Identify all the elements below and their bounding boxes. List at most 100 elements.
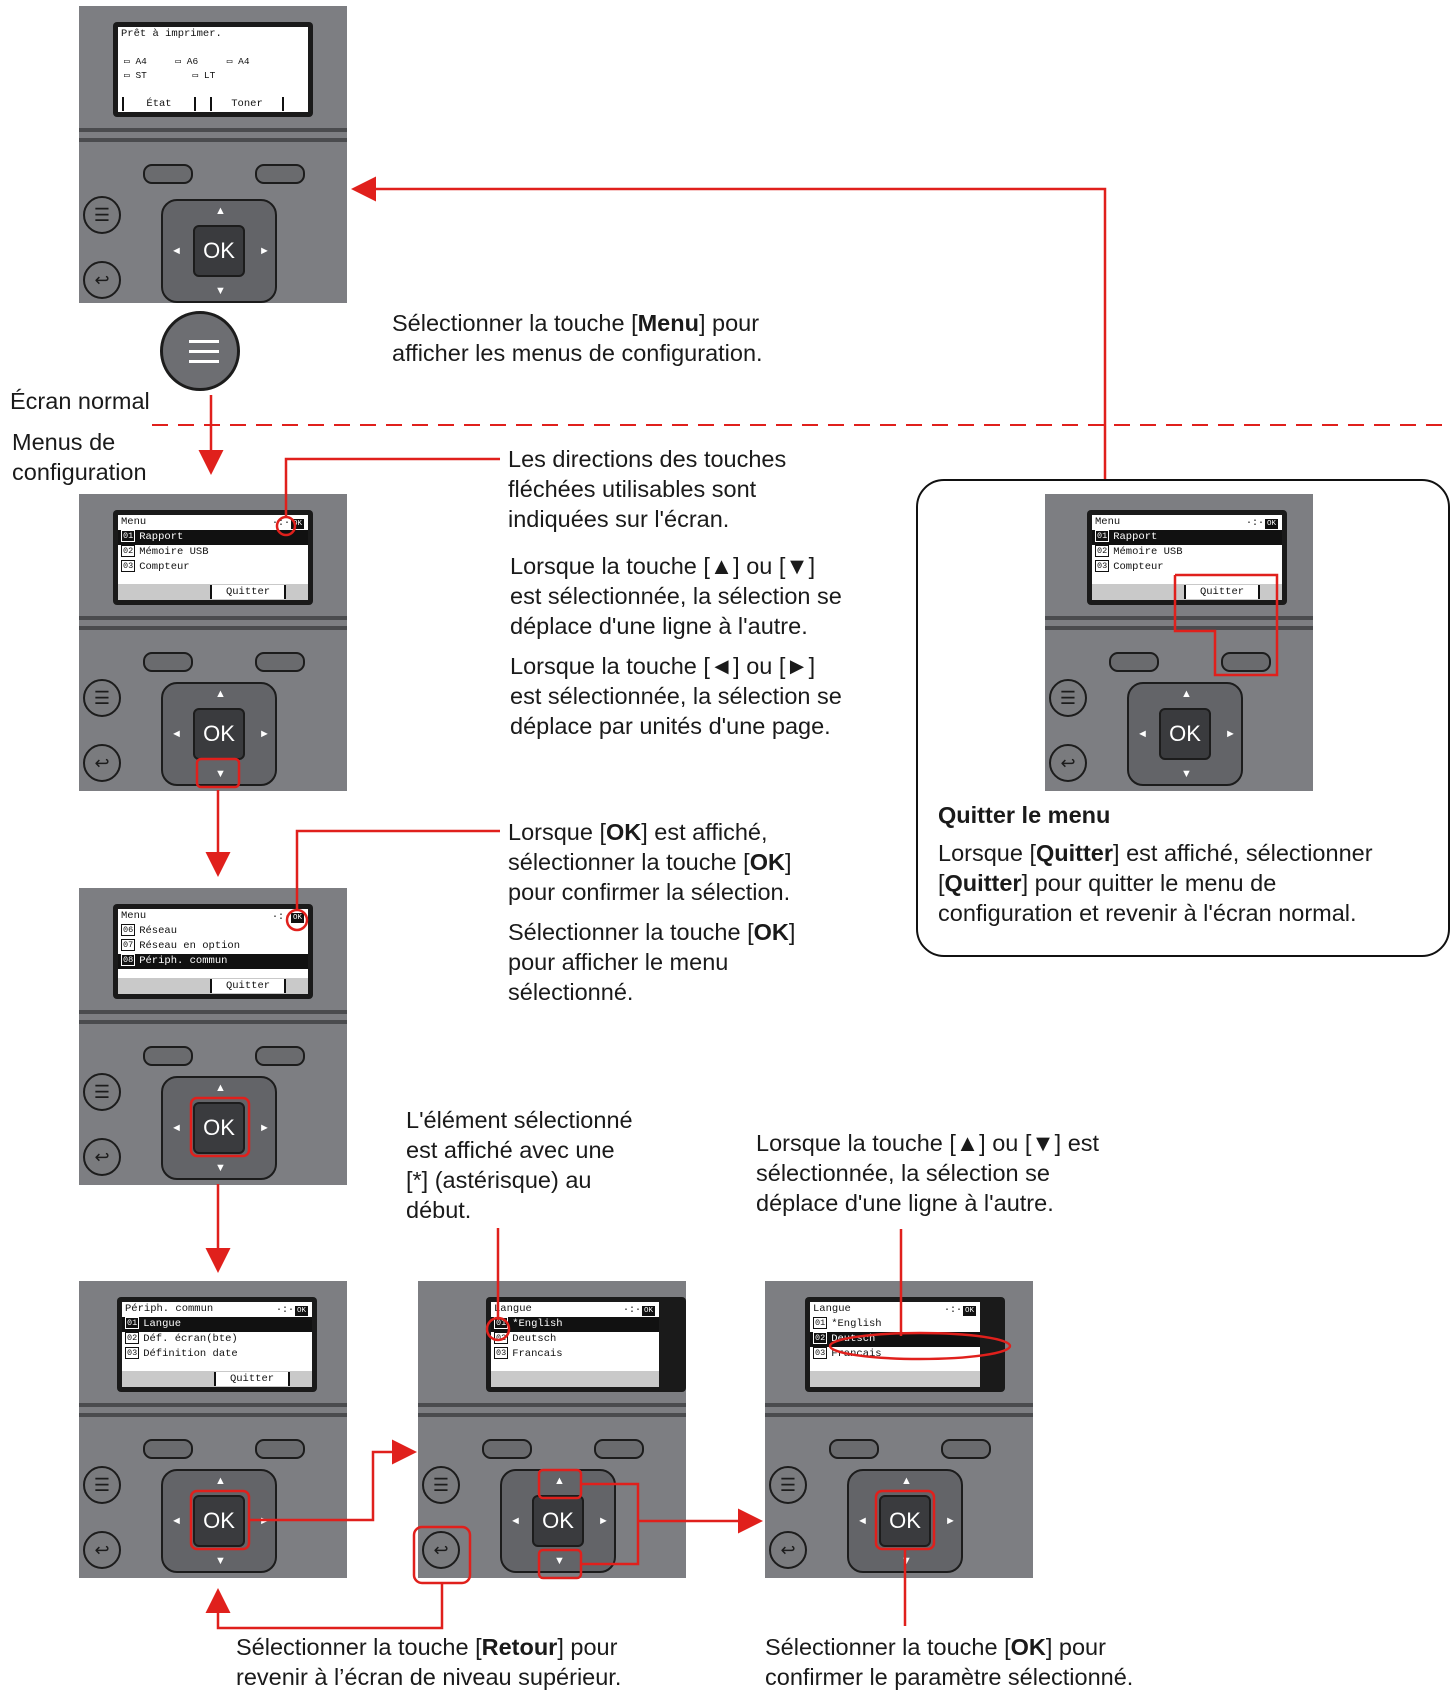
soft-key-quitter[interactable]: Quitter: [214, 1372, 290, 1386]
menu-button[interactable]: ☰: [83, 1466, 121, 1504]
arrow-down-icon[interactable]: ▼: [215, 768, 226, 780]
left-soft-button[interactable]: [143, 1046, 193, 1066]
back-button[interactable]: ↩: [83, 1138, 121, 1176]
arrow-right-icon[interactable]: ►: [259, 1515, 270, 1527]
ok-button[interactable]: OK: [1159, 708, 1211, 760]
arrow-down-icon[interactable]: ▼: [215, 1555, 226, 1567]
right-soft-button[interactable]: [255, 652, 305, 672]
soft-key-etat[interactable]: État: [122, 97, 196, 111]
arrow-right-icon[interactable]: ►: [945, 1515, 956, 1527]
arrow-right-icon[interactable]: ►: [1225, 728, 1236, 740]
arrow-down-icon[interactable]: ▼: [1181, 768, 1192, 780]
arrow-right-icon[interactable]: ►: [259, 1122, 270, 1134]
arrow-down-icon[interactable]: ▼: [215, 1162, 226, 1174]
right-soft-button[interactable]: [255, 164, 305, 184]
arrow-left-icon[interactable]: ◄: [171, 1122, 182, 1134]
tray-icon: ▭: [124, 70, 130, 81]
arrow-right-icon[interactable]: ►: [259, 728, 270, 740]
right-soft-button[interactable]: [594, 1439, 644, 1459]
back-button[interactable]: ↩: [769, 1531, 807, 1569]
soft-key-quitter[interactable]: Quitter: [210, 585, 286, 599]
caption-text: ] pour: [698, 310, 760, 336]
dpad: ▲ ▼ ◄ ► OK: [161, 1469, 277, 1573]
ok-button[interactable]: OK: [193, 708, 245, 760]
caption-text: Les directions des touches: [508, 446, 787, 472]
back-button[interactable]: ↩: [83, 1531, 121, 1569]
arrow-left-icon[interactable]: ◄: [171, 1515, 182, 1527]
arrow-up-icon[interactable]: ▲: [901, 1475, 912, 1487]
left-soft-button[interactable]: [1109, 652, 1159, 672]
left-soft-button[interactable]: [143, 164, 193, 184]
right-soft-button[interactable]: [255, 1046, 305, 1066]
row-number: 01: [813, 1317, 828, 1329]
arrow-right-icon[interactable]: ►: [259, 245, 270, 257]
ok-button[interactable]: OK: [193, 1102, 245, 1154]
arrow-down-icon[interactable]: ▼: [901, 1555, 912, 1567]
arrow-left-icon[interactable]: ◄: [510, 1515, 521, 1527]
left-soft-button[interactable]: [143, 652, 193, 672]
menu-button[interactable]: ☰: [1049, 679, 1087, 717]
left-soft-button[interactable]: [143, 1439, 193, 1459]
arrow-up-icon[interactable]: ▲: [1181, 688, 1192, 700]
arrow-right-icon[interactable]: ►: [598, 1515, 609, 1527]
soft-key-quitter[interactable]: Quitter: [1184, 585, 1260, 599]
soft-key-toner[interactable]: Toner: [210, 97, 284, 111]
ok-button[interactable]: OK: [532, 1495, 584, 1547]
arrow-left-icon[interactable]: ◄: [171, 728, 182, 740]
menu-icon: [189, 350, 219, 353]
arrow-left-icon[interactable]: ◄: [857, 1515, 868, 1527]
menu-button[interactable]: ☰: [83, 679, 121, 717]
arrow-up-icon[interactable]: ▲: [215, 1082, 226, 1094]
soft-key-quitter[interactable]: Quitter: [210, 979, 286, 993]
arrow-left-icon[interactable]: ◄: [171, 245, 182, 257]
back-button[interactable]: ↩: [83, 744, 121, 782]
menu-key-large[interactable]: [160, 311, 240, 391]
right-soft-button[interactable]: [1221, 652, 1271, 672]
row-number: 01: [1095, 530, 1110, 542]
menu-row[interactable]: 01*English: [810, 1317, 980, 1332]
back-button[interactable]: ↩: [1049, 744, 1087, 782]
right-soft-button[interactable]: [255, 1439, 305, 1459]
menu-button[interactable]: ☰: [422, 1466, 460, 1504]
ok-button[interactable]: OK: [193, 1495, 245, 1547]
lcd-title: Périph. commun·:·OK: [122, 1302, 312, 1317]
arrow-left-icon[interactable]: ◄: [1137, 728, 1148, 740]
back-button[interactable]: ↩: [83, 261, 121, 299]
menu-button[interactable]: ☰: [83, 196, 121, 234]
updown2-caption: Lorsque la touche [▲] ou [▼] est sélecti…: [756, 1128, 1099, 1218]
arrow-up-icon[interactable]: ▲: [215, 1475, 226, 1487]
ok-button[interactable]: OK: [879, 1495, 931, 1547]
menu-button[interactable]: ☰: [83, 1073, 121, 1111]
arrow-down-icon[interactable]: ▼: [215, 285, 226, 297]
left-soft-button[interactable]: [829, 1439, 879, 1459]
arrow-up-icon[interactable]: ▲: [215, 205, 226, 217]
menu-row[interactable]: 01*English: [491, 1317, 659, 1332]
arrow-down-icon[interactable]: ▼: [554, 1555, 565, 1567]
arrow-up-icon[interactable]: ▲: [554, 1475, 565, 1487]
caption-bold: OK: [753, 919, 789, 945]
back-button[interactable]: ↩: [422, 1531, 460, 1569]
ok-button[interactable]: OK: [193, 225, 245, 277]
right-soft-button[interactable]: [941, 1439, 991, 1459]
arrow-up-icon[interactable]: ▲: [215, 688, 226, 700]
left-soft-button[interactable]: [482, 1439, 532, 1459]
menu-button[interactable]: ☰: [769, 1466, 807, 1504]
